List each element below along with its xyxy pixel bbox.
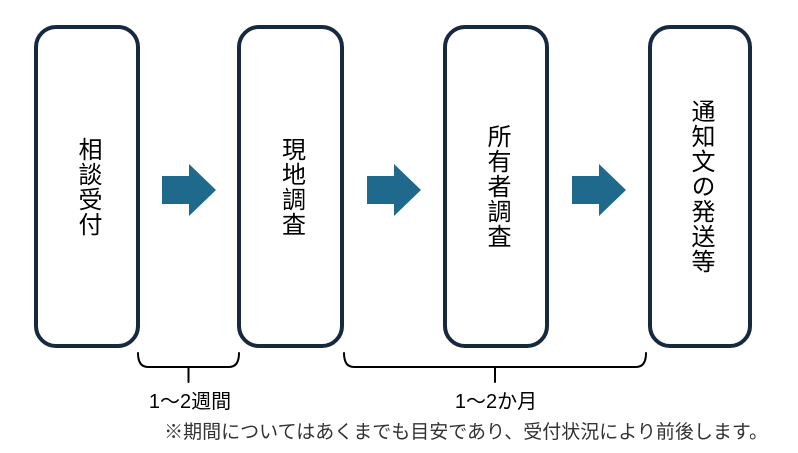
right-arrow-icon <box>367 164 421 216</box>
flow-step-4-box: 通知文の発送等 <box>648 25 752 348</box>
duration-label-weeks: 1〜2週間 <box>148 391 232 413</box>
flow-step-3-label: 所有者調査 <box>483 124 510 249</box>
flow-step-4-label: 通知文の発送等 <box>687 99 714 274</box>
note-text: ※期間についてはあくまでも目安であり、受付状況により前後します。 <box>164 422 768 443</box>
right-arrow-icon <box>572 164 626 216</box>
duration-label-months: 1〜2か月 <box>454 391 538 413</box>
right-arrow-icon <box>162 164 216 216</box>
duration-underbrace-2 <box>343 352 648 383</box>
flow-step-1-box: 相談受付 <box>34 25 140 348</box>
flow-step-1-label: 相談受付 <box>74 136 101 237</box>
flow-step-3-box: 所有者調査 <box>443 25 549 348</box>
flow-step-2-box: 現地調査 <box>237 25 344 348</box>
duration-underbrace-1 <box>137 352 241 383</box>
flow-step-2-label: 現地調査 <box>277 136 305 237</box>
